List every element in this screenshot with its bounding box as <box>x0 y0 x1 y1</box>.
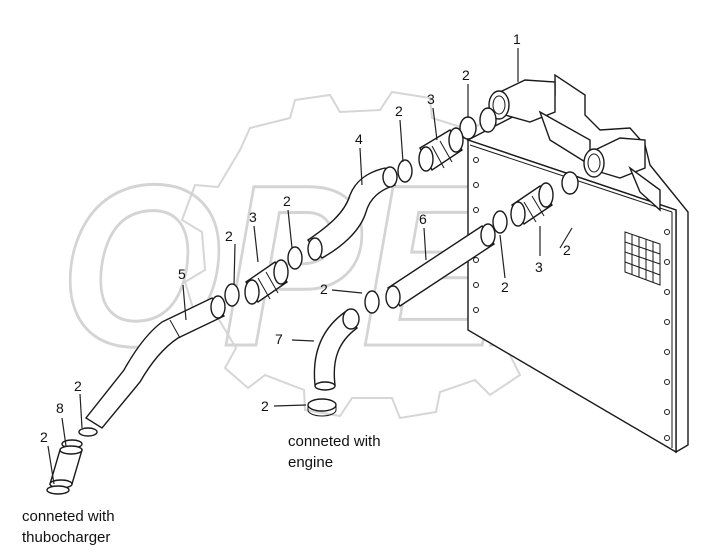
clamp-lower-left-1 <box>78 427 98 437</box>
clamp-lower-tank <box>561 171 579 195</box>
label-part-3-b: 3 <box>249 209 257 225</box>
label-part-3-a: 3 <box>427 91 435 107</box>
note-engine-line-1: conneted with <box>288 433 381 450</box>
clamp-hose-6-end <box>364 290 380 314</box>
label-part-4: 4 <box>355 131 363 147</box>
label-part-2-h: 2 <box>261 398 269 414</box>
leader-lines <box>47 48 573 485</box>
label-part-2-f: 2 <box>501 279 509 295</box>
lower-inlet-tank <box>583 137 661 212</box>
clamp-upper-mid <box>397 159 413 183</box>
intercooler-core <box>466 73 689 454</box>
label-part-8: 8 <box>56 400 64 416</box>
note-turbo-line-1: conneted with <box>22 508 115 525</box>
note-engine: conneted with engine <box>288 433 381 471</box>
label-part-5: 5 <box>178 266 186 282</box>
clamp-mid-1 <box>287 246 303 270</box>
hose-5 <box>84 295 226 429</box>
sleeve-lower <box>510 182 554 227</box>
clamp-mid-2 <box>224 283 240 307</box>
callout-labels: 1 2 3 2 4 2 3 2 5 6 2 2 2 3 7 2 2 8 2 <box>40 31 571 445</box>
label-part-2-a: 2 <box>462 67 470 83</box>
sleeve-mid <box>244 259 289 305</box>
clamp-lower-left-3 <box>46 485 70 495</box>
note-engine-line-2: engine <box>288 454 333 471</box>
right-bolt-holes <box>664 229 670 441</box>
label-part-7: 7 <box>275 331 283 347</box>
label-part-2-g: 2 <box>563 242 571 258</box>
label-part-2-j: 2 <box>40 429 48 445</box>
label-part-6: 6 <box>419 211 427 227</box>
sleeve-8 <box>49 445 83 489</box>
hose-6 <box>385 223 496 309</box>
label-part-2-c: 2 <box>283 193 291 209</box>
note-turbo-line-2: thubocharger <box>22 529 110 546</box>
sleeve-upper <box>418 127 464 172</box>
hose-7-elbow <box>313 308 360 391</box>
clamp-lower-mid <box>492 210 508 234</box>
core-grid-panel <box>624 231 661 286</box>
label-part-2-i: 2 <box>74 378 82 394</box>
label-part-3-c: 3 <box>535 259 543 275</box>
label-part-2-e: 2 <box>320 281 328 297</box>
clamp-engine <box>307 398 337 417</box>
note-turbocharger: conneted with thubocharger <box>22 508 115 546</box>
label-part-2-d: 2 <box>225 228 233 244</box>
hose-4 <box>306 166 398 261</box>
label-part-1: 1 <box>513 31 521 47</box>
label-part-2-b: 2 <box>395 103 403 119</box>
